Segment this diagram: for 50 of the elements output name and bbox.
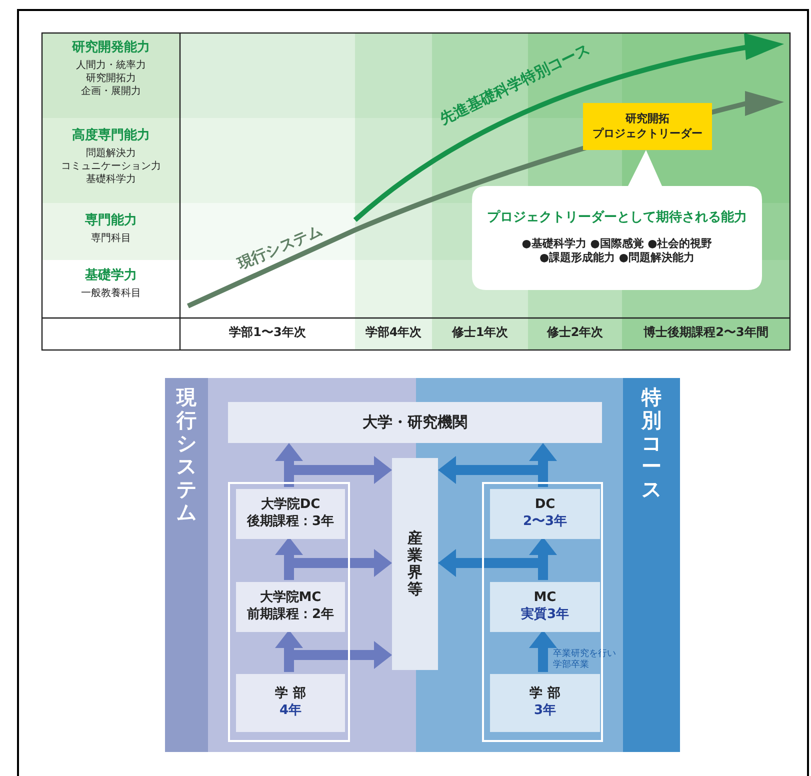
row-text: 専門科目: [90, 233, 132, 246]
stage-box: [236, 582, 345, 632]
stage-box: [236, 489, 345, 539]
curve-label: 現行システム: [234, 220, 326, 275]
row-text: 問題解決力: [85, 148, 137, 160]
column-heading: 学部1〜3年次: [228, 325, 307, 340]
box-heading: プロジェクトリーダーとして期待される能力: [487, 210, 747, 228]
row-heading: 研究開発能力: [70, 40, 151, 56]
stage-box: [236, 674, 345, 732]
row-text: コミュニケーション力: [60, 161, 162, 174]
box-heading: 研究開拓: [626, 112, 670, 126]
box-heading: 大学院DC: [260, 497, 320, 514]
stage-box: [490, 582, 600, 632]
industry-box: 産業界等: [392, 458, 438, 670]
row-heading: 高度専門能力: [71, 128, 151, 144]
row-text: 基礎科学力: [85, 174, 137, 186]
box-text: プロジェクトリーダー: [592, 126, 702, 141]
box-text: 4年: [279, 703, 302, 720]
box-heading: 学 部: [275, 686, 306, 703]
box-text: ●課題形成能力 ●問題解決能力: [539, 251, 695, 266]
arrow: [529, 630, 557, 672]
row-heading: 専門能力: [84, 213, 138, 230]
side-band: 現行システム: [165, 378, 208, 752]
box-heading: 学 部: [530, 686, 560, 703]
curve-label: 先進基礎科学特別コース: [436, 38, 593, 130]
box-text: 実質3年: [520, 607, 570, 624]
box-text: ●基礎科学力 ●国際感覚 ●社会的視野: [522, 237, 712, 252]
callout-bubble: [472, 150, 762, 290]
column-heading: 修士1年次: [450, 325, 510, 340]
box-text: 3年: [534, 703, 556, 720]
row-text: 人間力・統率力: [75, 60, 147, 72]
box-heading: DC: [534, 497, 556, 514]
highlight-box: [583, 103, 712, 150]
column-heading: 修士2年次: [546, 325, 604, 340]
box-heading: MC: [534, 590, 556, 606]
box-text: 2〜3年: [522, 514, 568, 531]
row-text: 一般教養科目: [80, 288, 142, 300]
institution-box: 大学・研究機関: [228, 402, 602, 443]
stage-box: [490, 674, 600, 732]
column-heading: 博士後期課程2〜3年間: [642, 325, 770, 340]
course-frame: [228, 482, 350, 742]
row-text: 研究開拓力: [85, 73, 137, 86]
box-text: 後期課程：3年: [246, 514, 334, 531]
stage-box: [490, 489, 600, 539]
box-heading: 大学院MC: [260, 590, 322, 607]
column-heading: 学部4年次: [364, 325, 423, 340]
side-band: 特別コース: [623, 378, 680, 752]
row-text: 企画・展開力: [80, 86, 142, 98]
row-heading: 基礎学力: [84, 268, 138, 284]
box-text: 前期課程：2年: [246, 607, 334, 624]
